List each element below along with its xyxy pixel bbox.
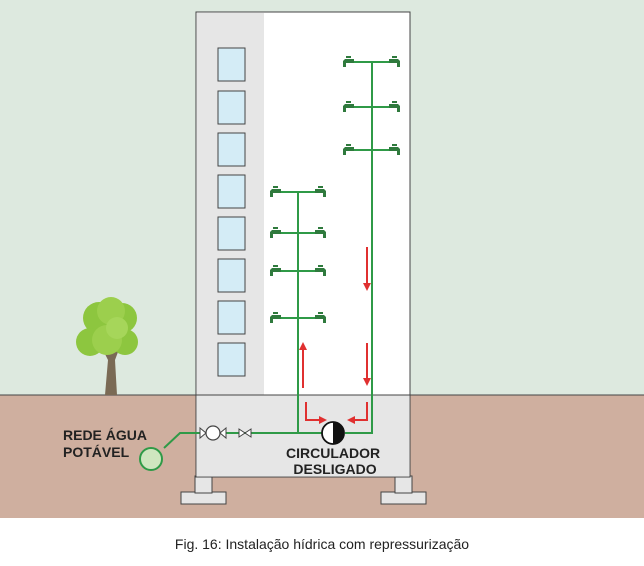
pipes xyxy=(163,61,390,449)
foundation-right-post xyxy=(394,475,413,494)
water-network-line-1: REDE ÁGUA xyxy=(63,427,147,443)
tap-icon xyxy=(315,265,326,276)
tree-icon xyxy=(76,297,138,395)
tap-icon xyxy=(343,56,354,67)
tap-icon xyxy=(389,144,400,155)
tap-icon xyxy=(315,312,326,323)
water-network-label: REDE ÁGUA POTÁVEL xyxy=(63,427,150,460)
water-network-line-2: POTÁVEL xyxy=(63,444,130,460)
tap-icon xyxy=(315,227,326,238)
water-main-icon xyxy=(139,447,163,471)
window xyxy=(217,258,246,293)
window xyxy=(217,216,246,251)
arrow-corner-right xyxy=(305,402,327,424)
tap-icon xyxy=(389,56,400,67)
circulator-label: CIRCULADOR DESLIGADO xyxy=(286,445,384,477)
arrow-up xyxy=(299,342,307,388)
circulator-line-2: DESLIGADO xyxy=(293,461,376,477)
tap-icon xyxy=(270,186,281,197)
tap-icon xyxy=(270,227,281,238)
pump-icon xyxy=(321,421,345,445)
window xyxy=(217,132,246,167)
riser-high xyxy=(345,62,373,434)
window xyxy=(217,47,246,82)
basement xyxy=(197,395,409,476)
circulator-line-1: CIRCULADOR xyxy=(286,445,380,461)
window xyxy=(217,342,246,377)
arrow-down xyxy=(363,343,371,386)
window xyxy=(217,174,246,209)
tap-icon xyxy=(315,186,326,197)
supply-pipe xyxy=(163,432,322,449)
arrow-corner-left xyxy=(347,402,368,424)
flow-arrows xyxy=(299,247,371,424)
foundation-right xyxy=(380,491,427,505)
windows xyxy=(217,47,246,377)
arrow-down xyxy=(363,247,371,291)
foundation-left-post xyxy=(194,475,213,494)
window xyxy=(217,90,246,125)
window xyxy=(217,300,246,335)
valve-icon xyxy=(238,428,252,438)
tap-icon xyxy=(343,101,354,112)
tap-icon xyxy=(270,312,281,323)
tap-icon xyxy=(389,101,400,112)
caption-band xyxy=(0,518,644,561)
tap-icon xyxy=(343,144,354,155)
flow-meter-icon xyxy=(199,425,227,441)
taps xyxy=(270,56,400,323)
tap-icon xyxy=(270,265,281,276)
foundation-left xyxy=(180,491,227,505)
figure-caption: Fig. 16: Instalação hídrica com repressu… xyxy=(175,536,469,552)
